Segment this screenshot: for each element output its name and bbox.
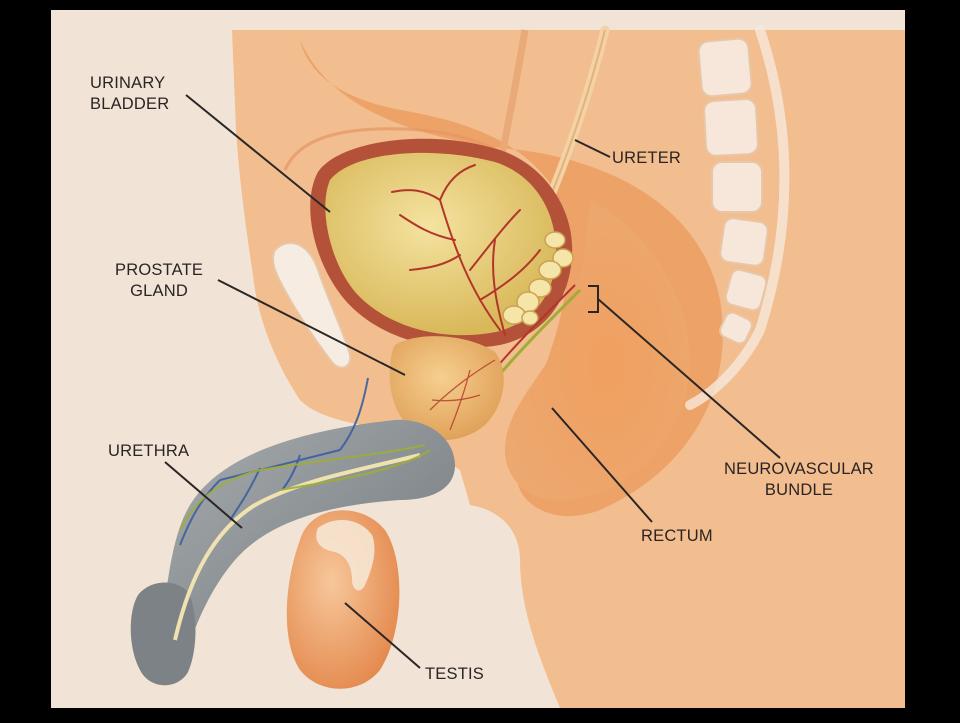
bladder-vessels: [391, 164, 541, 336]
urethra-canal: [173, 453, 421, 641]
prostate-gland: [389, 336, 504, 441]
spine-edge: [685, 25, 790, 410]
penis-glans: [130, 582, 196, 686]
penis-veins: [179, 377, 369, 546]
leader-urinary-bladder: [185, 94, 331, 213]
sacrum-vertebrae: [697, 37, 769, 345]
label-neurovascular-bundle: NEUROVASCULAR BUNDLE: [724, 460, 874, 499]
leader-urethra: [164, 461, 243, 529]
label-prostate-gland: PROSTATE GLAND: [115, 261, 204, 300]
epididymis: [316, 519, 375, 591]
seminal-vesicles: [502, 231, 574, 326]
leader-ureter: [574, 139, 611, 158]
label-ureter: URETER: [612, 149, 682, 167]
label-rectum: RECTUM: [641, 527, 713, 545]
urinary-bladder-lumen: [325, 152, 557, 336]
penis-nerves: [179, 444, 431, 531]
leader-lines: [164, 94, 781, 669]
label-urinary-bladder: URINARY BLADDER: [90, 74, 170, 113]
leader-testis: [344, 602, 421, 669]
leader-rectum: [551, 407, 653, 523]
penis-shaft: [164, 419, 456, 660]
leader-neurovascular: [597, 298, 781, 459]
leader-prostate: [217, 279, 406, 376]
label-testis: TESTIS: [425, 665, 484, 683]
prostate-vessels: [429, 359, 496, 431]
label-urethra: URETHRA: [108, 442, 190, 460]
rectum-shape: [505, 200, 690, 501]
